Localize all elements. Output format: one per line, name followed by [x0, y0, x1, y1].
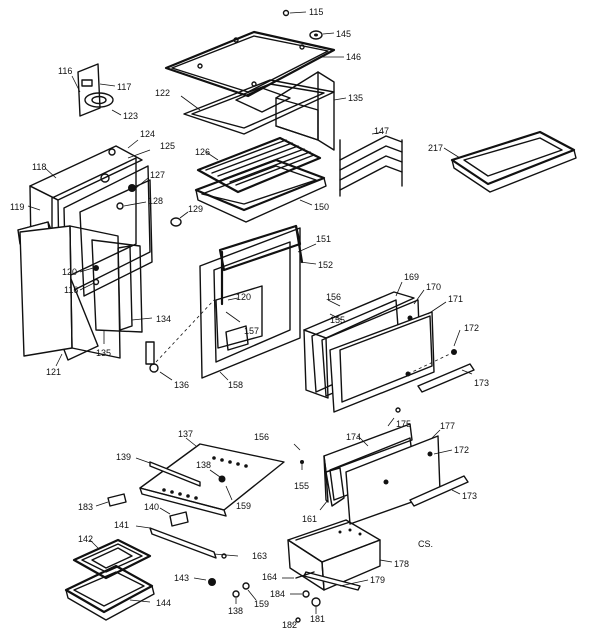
label-145: 145	[336, 29, 351, 39]
label-163: 163	[252, 551, 267, 561]
fasteners-138-159	[232, 582, 257, 604]
rack-supports-147	[339, 131, 403, 197]
grommet-129	[170, 211, 189, 227]
label-173: 173	[474, 378, 489, 388]
label-144: 144	[156, 598, 171, 608]
drawer-handle-173b	[409, 475, 469, 507]
storage-drawer-178	[287, 519, 393, 591]
side-panel-121	[17, 221, 121, 367]
label-141: 141	[114, 520, 129, 530]
label-158: 158	[228, 380, 243, 390]
rail-139	[135, 457, 201, 487]
label-117: 117	[117, 82, 131, 92]
oven-rack-126	[196, 136, 322, 194]
label-150: 150	[314, 202, 329, 212]
label-172: 172	[464, 323, 479, 333]
inner-panel-135	[91, 239, 143, 344]
label-129: 129	[188, 204, 203, 214]
label-135: 135	[348, 93, 363, 103]
label-161: 161	[302, 514, 317, 524]
side-frame-135	[275, 71, 347, 151]
label-136: 136	[174, 380, 189, 390]
label-122: 122	[155, 88, 170, 98]
label-170: 170	[426, 282, 441, 292]
label-181: 181	[310, 614, 325, 624]
label-155b: 155	[294, 481, 309, 491]
label-184: 184	[270, 589, 285, 599]
label-128: 128	[148, 196, 163, 206]
hinge-136	[145, 299, 215, 381]
oven-door-frame-158	[199, 224, 317, 381]
label-142: 142	[78, 534, 93, 544]
broiler-tray-150	[194, 158, 327, 223]
door-handle-173a	[417, 363, 475, 393]
label-135b: 135	[96, 348, 111, 358]
label-134: 134	[156, 314, 171, 324]
rail-140-141	[135, 507, 239, 559]
label-125: 125	[160, 141, 175, 151]
label-116: 116	[58, 66, 72, 76]
bottom-panel-137	[139, 437, 285, 517]
label-151: 151	[316, 234, 331, 244]
label-119: 119	[10, 202, 24, 212]
label-169: 169	[404, 272, 419, 282]
label-139: 139	[116, 452, 131, 462]
rollers-164-184-181-182	[282, 571, 321, 625]
broiler-pan-144	[64, 564, 155, 621]
label-183: 183	[78, 502, 93, 512]
label-138: 138	[196, 460, 211, 470]
cooktop-panel-146	[164, 30, 344, 98]
label-171: 171	[448, 294, 463, 304]
top-frame-122	[180, 79, 335, 135]
label-127: 127	[150, 170, 165, 180]
door-glass-assembly	[303, 281, 461, 413]
label-156b: 156	[254, 432, 269, 442]
bracket-183	[95, 493, 127, 507]
label-147: 147	[374, 126, 389, 136]
label-152: 152	[318, 260, 333, 270]
label-123: 123	[123, 111, 138, 121]
label-124: 124	[140, 129, 155, 139]
label-172b: 172	[454, 445, 469, 455]
label-120: 120	[62, 267, 77, 277]
label-173b: 173	[462, 491, 477, 501]
label-217: 217	[428, 143, 443, 153]
label-177: 177	[440, 421, 455, 431]
label-156: 156	[326, 292, 341, 302]
knob-143	[193, 577, 216, 586]
label-137: 137	[178, 429, 193, 439]
label-143: 143	[174, 573, 189, 583]
label-175: 175	[396, 419, 411, 429]
label-178: 178	[394, 559, 409, 569]
strip-134	[117, 245, 153, 331]
label-116b: 116	[64, 285, 78, 295]
label-140: 140	[144, 502, 159, 512]
label-118: 118	[32, 162, 46, 172]
screw-115	[282, 9, 307, 17]
label-159b: 159	[254, 599, 269, 609]
label-120b: 120	[236, 292, 251, 302]
label-155: 155	[330, 315, 345, 325]
label-126: 126	[195, 147, 210, 157]
label-179: 179	[370, 575, 385, 585]
label-164: 164	[262, 572, 277, 582]
label-182: 182	[282, 620, 297, 630]
grommet-145	[309, 30, 335, 40]
label-159: 159	[236, 501, 251, 511]
broiler-pan-217	[443, 130, 577, 193]
label-146: 146	[346, 52, 361, 62]
label-174: 174	[346, 432, 361, 442]
label-138b: 138	[228, 606, 243, 616]
label-121: 121	[46, 367, 61, 377]
broiler-pan-142	[72, 538, 152, 580]
label-115: 115	[309, 7, 323, 17]
bracket-116-117-123	[71, 63, 122, 117]
label-cs: CS.	[418, 539, 433, 549]
drawer-front-assembly	[293, 407, 453, 525]
label-157: 157	[244, 326, 259, 336]
